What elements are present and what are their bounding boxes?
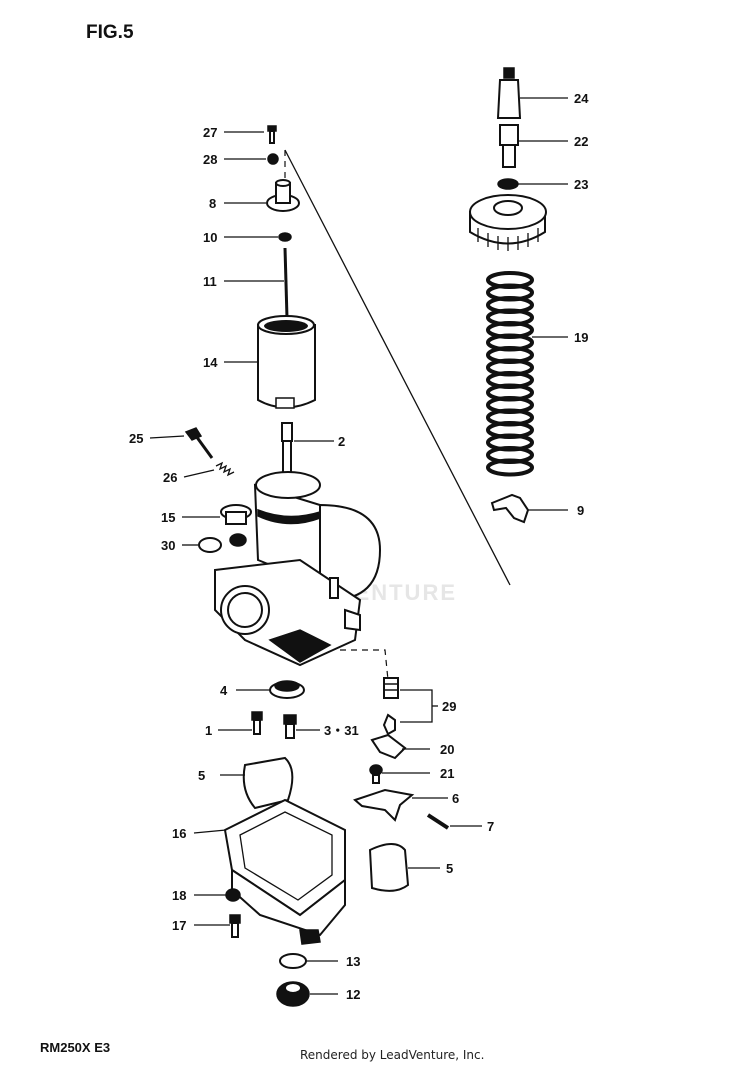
part-11-jet-needle [283,247,289,319]
part-21-screw [369,764,383,784]
part-5-float-left [242,756,294,810]
part-15-air-screw-cap [220,504,252,547]
callout-15: 15 [161,510,175,525]
spring-coil [486,458,534,477]
part-28-washer [267,153,279,165]
part-4-gasket [269,680,305,699]
callout-12: 12 [346,987,360,1002]
callout-23: 23 [574,177,588,192]
callout-24: 24 [574,91,589,106]
part-14-throttle-valve [257,315,316,409]
assembly-dashed-bracket [340,649,389,681]
callout-11: 11 [203,274,217,289]
leader-lines [149,97,568,995]
part-6-float-lever [353,788,415,822]
part-5-float-right [368,843,410,892]
callout-9: 9 [577,503,584,518]
part-2-needle-jet [281,422,293,476]
part-1-pilot-jet [251,711,263,735]
carburetor-body [214,471,382,667]
callout-19: 19 [574,330,588,345]
part-26-spring [215,461,235,477]
callout-22: 22 [574,134,588,149]
part-12-drain-plug [276,981,310,1007]
part-19-throttle-spring [486,271,534,477]
part-22-adjuster [499,124,519,168]
model-code: RM250X E3 [40,1040,110,1055]
callout-29: 29 [442,699,456,714]
callout-5-left: 5 [198,768,205,783]
callout-13: 13 [346,954,360,969]
part-7-pin [426,813,450,830]
part-23-nut [497,178,519,190]
callout-18: 18 [172,888,186,903]
callout-26: 26 [163,470,177,485]
callout-6: 6 [452,791,459,806]
part-9-clip [490,493,530,524]
part-29-needle-valve [382,677,399,736]
assembly-guide-line [284,149,511,586]
part-13-o-ring [279,953,307,969]
part-mixing-chamber-top [469,194,547,251]
callout-27: 27 [203,125,217,140]
callout-17: 17 [172,918,186,933]
part-25-pilot-screw [184,427,214,459]
callout-7: 7 [487,819,494,834]
callout-30: 30 [161,538,175,553]
callout-5-right: 5 [446,861,453,876]
part-24-cable-adjuster [496,67,522,119]
callout-1: 1 [205,723,212,738]
callout-4: 4 [220,683,228,698]
callout-2: 2 [338,434,345,449]
part-3-31-main-jet [283,714,297,739]
callout-28: 28 [203,152,217,167]
callout-14: 14 [203,355,218,370]
callout-labels: 27 28 8 10 11 14 25 26 15 30 2 24 22 23 … [129,91,589,1002]
part-10-clip [278,232,292,242]
part-20-float-arm [370,733,407,760]
callout-16: 16 [172,826,186,841]
part-17-screw [229,914,241,938]
part-8-needle-holder [266,179,300,212]
callout-20: 20 [440,742,454,757]
part-16-float-bowl [223,798,346,945]
callout-21: 21 [440,766,454,781]
callout-3-31: 3・31 [324,723,359,738]
callout-25: 25 [129,431,143,446]
callout-8: 8 [209,196,216,211]
footer-credit: Rendered by LeadVenture, Inc. [300,1048,484,1062]
part-30-o-ring [198,537,222,553]
part-18-washer [225,888,241,902]
callout-10: 10 [203,230,217,245]
part-27-screw [267,125,277,144]
figure-title: FIG.5 [86,22,134,43]
